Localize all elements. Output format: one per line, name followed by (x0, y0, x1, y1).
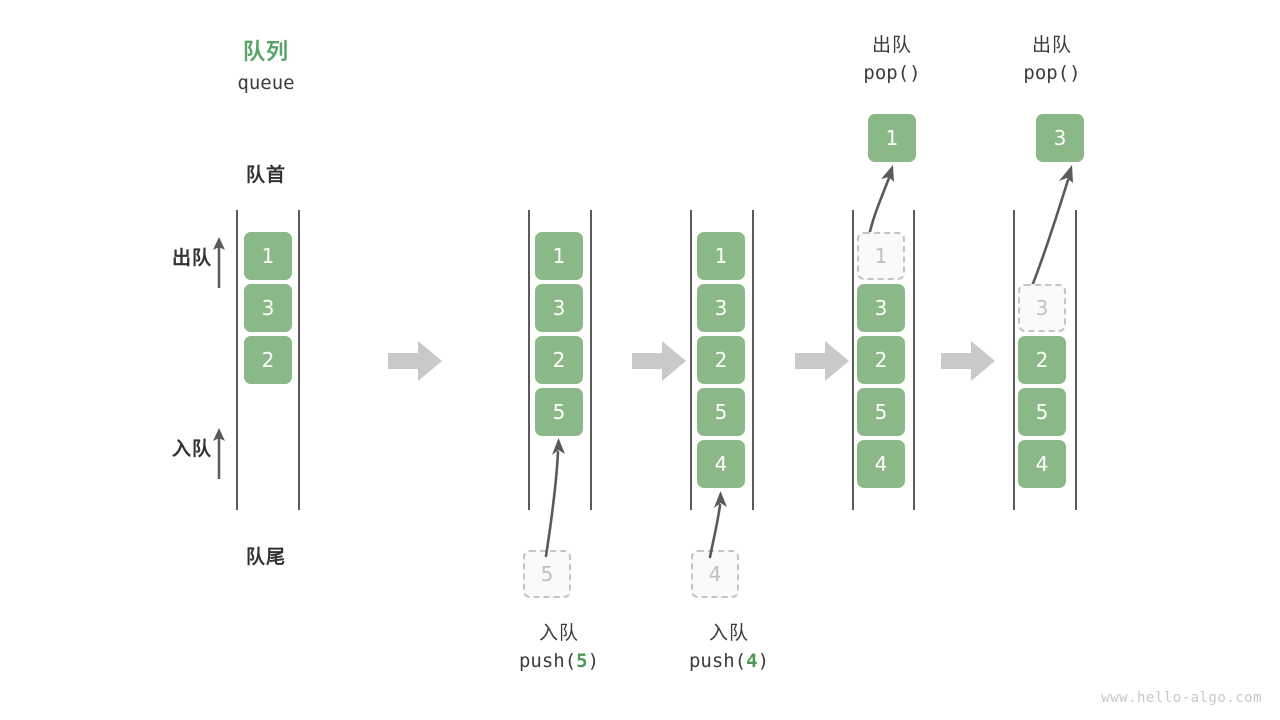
caption-code-suffix: ) (757, 649, 770, 672)
caption-code: pop() (802, 60, 982, 88)
ghost-element-removed: 3 (1018, 284, 1066, 332)
caption-code-suffix: ) (909, 61, 921, 84)
caption-pop-3: 出队 pop() (962, 32, 1142, 87)
enqueue-direction-arrow-icon (213, 428, 225, 479)
rail-right (913, 210, 915, 510)
queue-element: 5 (857, 388, 905, 436)
queue-element: 2 (244, 336, 292, 384)
caption-code-arg: 4 (746, 649, 758, 672)
transition-arrow-icon (795, 341, 849, 381)
queue-element: 1 (244, 232, 292, 280)
queue-element: 3 (697, 284, 745, 332)
caption-code: push(5) (469, 648, 649, 676)
enqueue-direction-label: 入队 (171, 438, 212, 460)
ghost-element-removed: 1 (857, 232, 905, 280)
popped-element: 1 (868, 114, 916, 162)
queue-element: 2 (857, 336, 905, 384)
rail-left (852, 210, 854, 510)
caption-code-prefix: push( (518, 649, 577, 672)
ghost-element-incoming: 5 (523, 550, 571, 598)
transition-arrow-icon (941, 341, 995, 381)
caption-code-suffix: ) (1069, 61, 1081, 84)
rail-left (236, 210, 238, 510)
queue-element: 3 (535, 284, 583, 332)
dequeue-direction-arrow-icon (213, 237, 225, 288)
rail-left (690, 210, 692, 510)
queue-element: 1 (697, 232, 745, 280)
caption-pop-1: 出队 pop() (802, 32, 982, 87)
rail-left (1013, 210, 1015, 510)
queue-title-en: queue (237, 72, 295, 94)
queue-element-new: 5 (535, 388, 583, 436)
rail-right (298, 210, 300, 510)
queue-element: 2 (1018, 336, 1066, 384)
caption-push-5: 入队 push(5) (469, 620, 649, 675)
queue-element: 3 (857, 284, 905, 332)
caption-code-prefix: pop( (1023, 61, 1070, 84)
queue-element: 4 (1018, 440, 1066, 488)
transition-arrow-icon (388, 341, 442, 381)
caption-cn: 入队 (708, 622, 749, 644)
ghost-element-incoming: 4 (691, 550, 739, 598)
queue-element: 2 (697, 336, 745, 384)
queue-element: 1 (535, 232, 583, 280)
queue-element: 4 (857, 440, 905, 488)
caption-cn: 入队 (538, 622, 579, 644)
rail-right (1075, 210, 1077, 510)
push-motion-arrow-icon (544, 438, 565, 558)
caption-cn: 出队 (871, 34, 912, 56)
caption-code-suffix: ) (587, 649, 600, 672)
queue-element: 2 (535, 336, 583, 384)
caption-code: pop() (962, 60, 1142, 88)
rail-left (528, 210, 530, 510)
popped-element: 3 (1036, 114, 1084, 162)
caption-cn: 出队 (1031, 34, 1072, 56)
rear-label: 队尾 (245, 546, 286, 568)
caption-code-prefix: pop( (863, 61, 910, 84)
rail-right (590, 210, 592, 510)
queue-title-cn: 队列 (242, 40, 289, 65)
caption-code: push(4) (639, 648, 819, 676)
queue-element: 5 (1018, 388, 1066, 436)
queue-element: 5 (697, 388, 745, 436)
caption-code-prefix: push( (688, 649, 747, 672)
queue-element-new: 4 (697, 440, 745, 488)
caption-code-arg: 5 (576, 649, 588, 672)
rail-right (752, 210, 754, 510)
pop-motion-arrow-icon (867, 165, 894, 238)
transition-arrow-icon (632, 341, 686, 381)
caption-push-4: 入队 push(4) (639, 620, 819, 675)
queue-element: 3 (244, 284, 292, 332)
front-label: 队首 (245, 164, 286, 186)
watermark: www.hello-algo.com (1101, 690, 1262, 706)
pop-motion-arrow-icon (1030, 165, 1073, 288)
dequeue-direction-label: 出队 (171, 247, 212, 269)
push-motion-arrow-icon (708, 491, 727, 559)
